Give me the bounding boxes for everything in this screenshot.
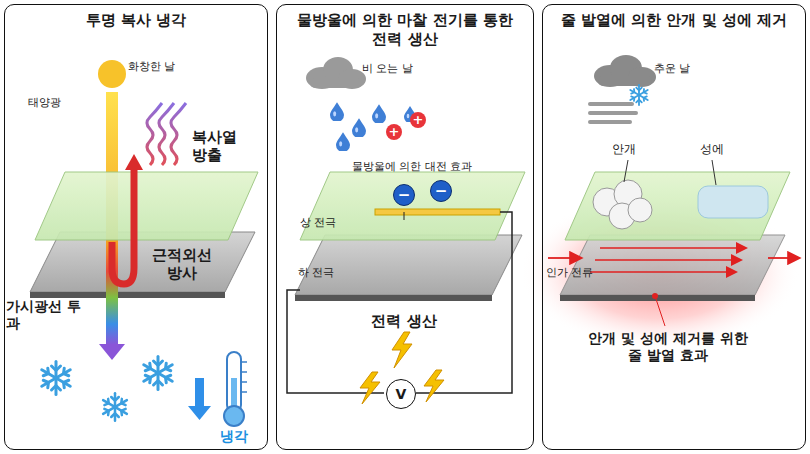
light-label: 태양광: [28, 96, 88, 109]
nir-label: 근적외선 방사: [144, 246, 220, 282]
cooling-label: 냉각: [209, 428, 259, 445]
condition-label: 비 오는 날: [362, 62, 442, 75]
electrode-label: 상 전극: [300, 216, 350, 229]
visible-label: 가시광선 투과: [6, 298, 82, 332]
panel-title: 투명 복사 냉각: [21, 11, 251, 30]
negative-charge: −: [430, 180, 452, 202]
positive-charge: +: [386, 124, 402, 140]
negative-charge: −: [393, 184, 415, 206]
frost-label: 성에: [700, 142, 740, 156]
positive-charge: +: [410, 112, 426, 128]
electrode-label: 하 전극: [298, 266, 348, 279]
condition-label: 추운 날: [654, 62, 714, 75]
meter-letter: V: [396, 386, 407, 402]
heating-label: 안개 및 성에 제거를 위한 줄 발열 효과: [588, 330, 748, 364]
fog-label: 안개: [612, 142, 652, 156]
panel-title: 물방울에 의한 마찰 전기를 통한 전력 생산: [290, 11, 520, 49]
condition-label: 화창한 날: [128, 60, 198, 73]
charging-label: 물방울에 의한 대전 효과: [352, 160, 502, 173]
voltmeter-symbol: V: [386, 379, 416, 409]
current-label: 인가 전류: [546, 266, 606, 279]
radiation-label: 복사열 방출: [192, 128, 254, 164]
panel-title: 줄 발열에 의한 안개 및 성에 제거: [559, 11, 789, 30]
power-label: 전력 생산: [356, 312, 452, 330]
